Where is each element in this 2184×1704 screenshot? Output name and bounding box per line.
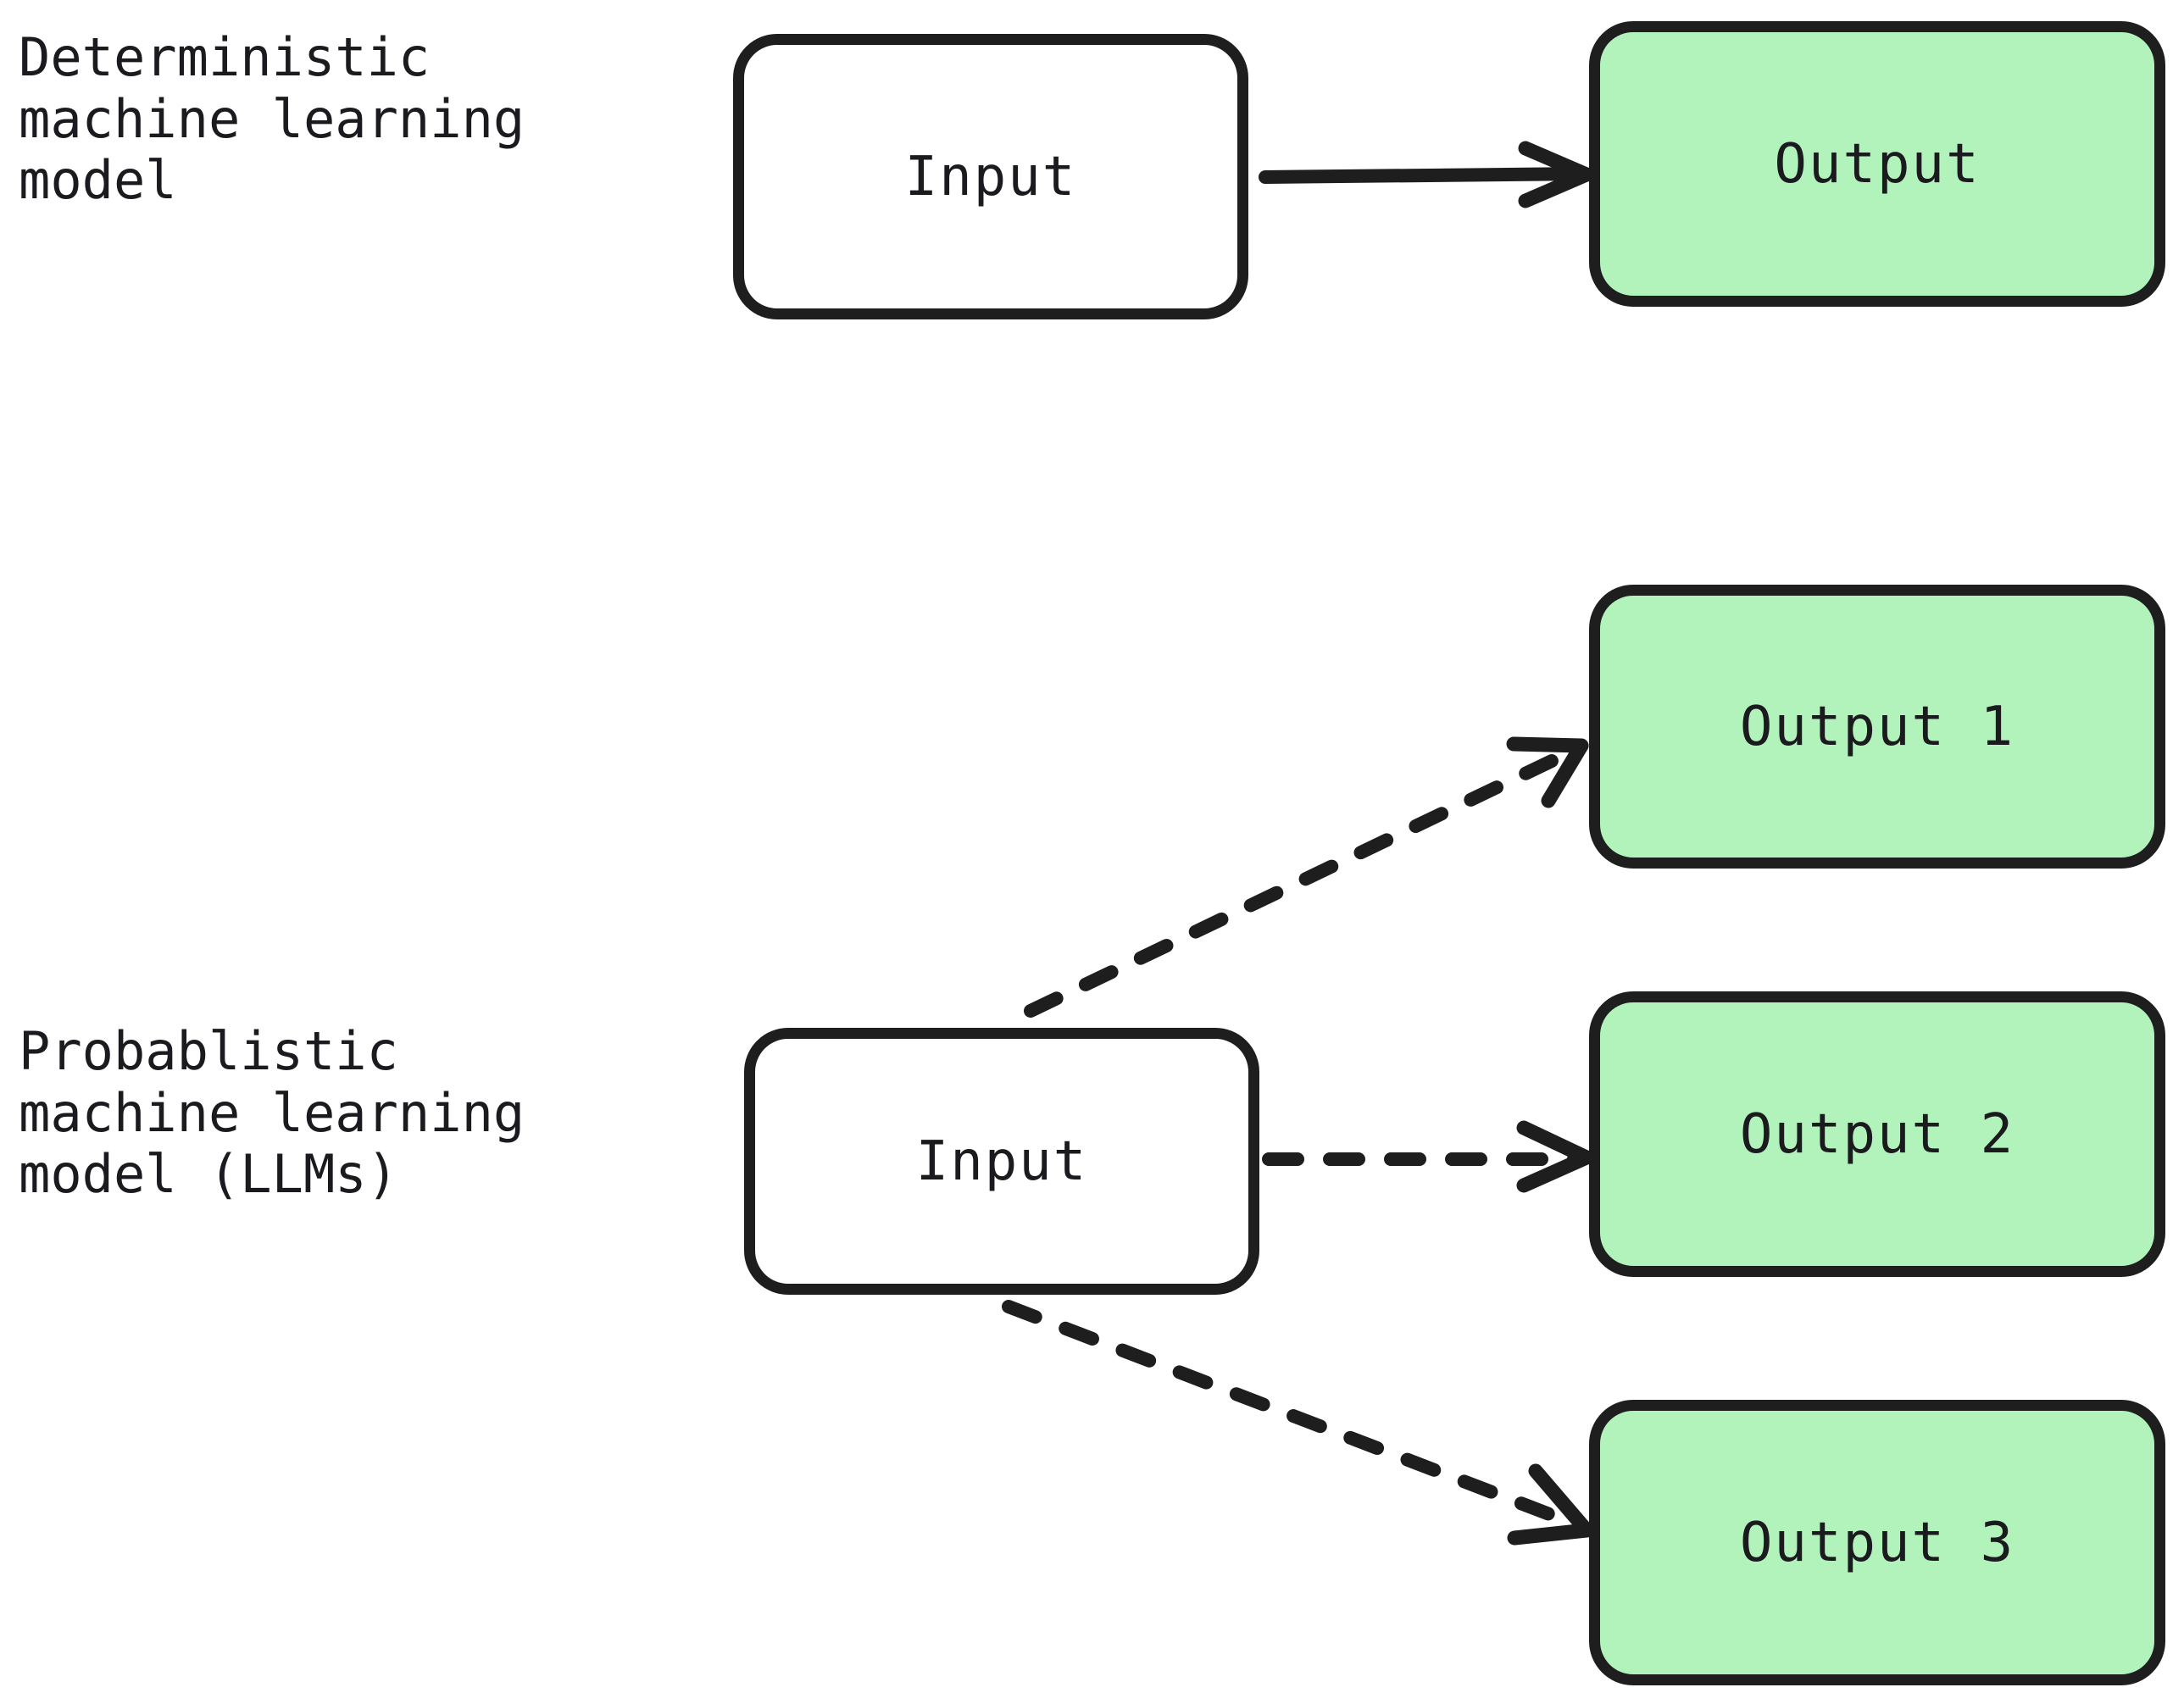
output-node-1[interactable]: Output 1	[1589, 585, 2165, 869]
output-node-deterministic[interactable]: Output	[1589, 21, 2165, 307]
edge-deterministic-input-to-output	[1259, 141, 1594, 208]
input-node-probabilistic[interactable]: Input	[744, 1028, 1259, 1295]
output-node-3-label: Output 3	[1739, 1511, 2015, 1574]
input-node-deterministic[interactable]: Input	[733, 34, 1248, 319]
output-node-2-label: Output 2	[1739, 1102, 2015, 1166]
output-node-2[interactable]: Output 2	[1589, 991, 2165, 1277]
edge-probabilistic-input-to-output-1	[1024, 736, 1589, 1018]
section-label-probabilistic: Probablistic machine learning model (LLM…	[19, 1020, 525, 1206]
input-node-label: Input	[915, 1130, 1088, 1193]
edge-probabilistic-input-to-output-3	[1002, 1300, 1594, 1546]
edge-probabilistic-input-to-output-2	[1262, 1120, 1594, 1193]
output-node-1-label: Output 1	[1739, 695, 2015, 758]
input-node-label: Input	[904, 145, 1077, 208]
output-node-3[interactable]: Output 3	[1589, 1400, 2165, 1685]
section-label-deterministic: Deterministic machine learning model	[19, 26, 525, 212]
output-node-label: Output	[1774, 132, 1981, 196]
